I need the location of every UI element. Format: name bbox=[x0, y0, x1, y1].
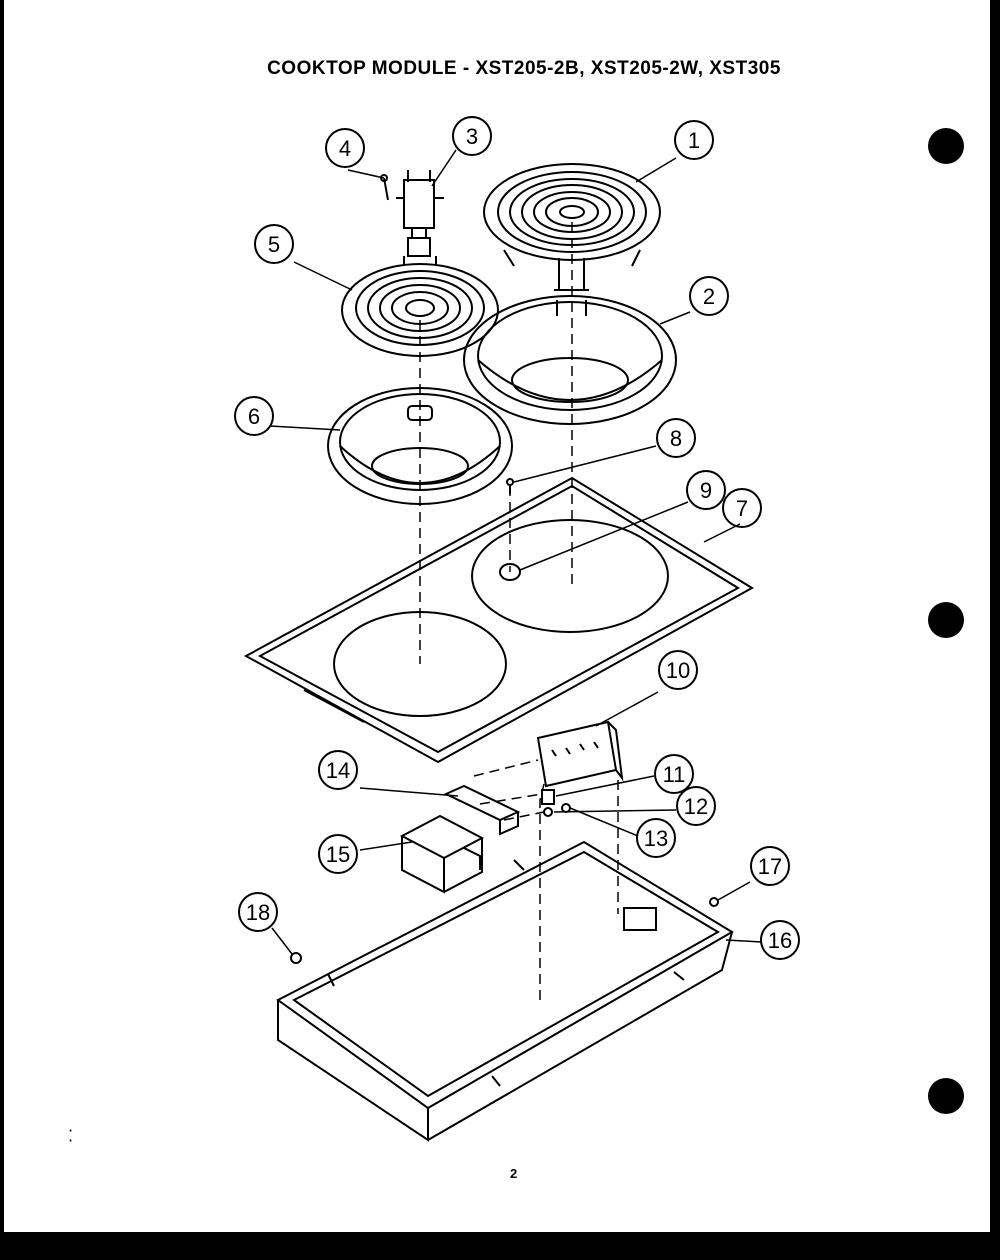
callout-2: 2 bbox=[703, 284, 715, 309]
callout-8: 8 bbox=[670, 426, 682, 451]
scan-mark: ·· bbox=[68, 1121, 74, 1150]
exploded-view-diagram: 1 2 3 4 5 6 7 8 9 10 11 12 13 14 15 16 1… bbox=[234, 116, 800, 1142]
cover-15 bbox=[399, 814, 485, 894]
callout-11: 11 bbox=[663, 762, 686, 787]
callout-6: 6 bbox=[248, 404, 260, 429]
nut-12 bbox=[543, 807, 553, 817]
callout-3: 3 bbox=[466, 124, 478, 149]
mounting-screw-4 bbox=[380, 174, 389, 201]
cooktop-bottom-housing bbox=[276, 840, 734, 1142]
screw-17 bbox=[709, 897, 719, 907]
binder-hole-bottom bbox=[928, 1078, 964, 1114]
small-surface-element bbox=[341, 256, 499, 357]
large-drip-pan bbox=[463, 295, 677, 425]
page-title: COOKTOP MODULE - XST205-2B, XST205-2W, X… bbox=[267, 58, 781, 79]
binder-hole-middle bbox=[928, 602, 964, 638]
switch-11 bbox=[541, 789, 555, 805]
callout-15: 15 bbox=[326, 842, 350, 867]
callout-5: 5 bbox=[268, 232, 280, 257]
callout-7: 7 bbox=[736, 496, 748, 521]
bracket-14 bbox=[443, 784, 521, 836]
screw-18 bbox=[290, 952, 302, 964]
callout-14: 14 bbox=[326, 758, 350, 783]
callout-numbers: 1 2 3 4 5 6 7 8 9 10 11 12 13 14 15 16 1… bbox=[246, 124, 792, 953]
page-number: 2 bbox=[510, 1166, 518, 1181]
callout-10: 10 bbox=[666, 658, 690, 683]
callout-leaders bbox=[269, 149, 763, 955]
assembly-centerlines bbox=[419, 222, 619, 1000]
callout-12: 12 bbox=[684, 794, 708, 819]
callout-13: 13 bbox=[644, 826, 668, 851]
callout-17: 17 bbox=[758, 854, 782, 879]
callout-4: 4 bbox=[339, 136, 351, 161]
binder-hole-top bbox=[928, 128, 964, 164]
cooktop-main-top bbox=[243, 476, 754, 764]
terminal-receptacle bbox=[396, 170, 444, 257]
parts-diagram-page: COOKTOP MODULE - XST205-2B, XST205-2W, X… bbox=[4, 0, 990, 1232]
callout-circles bbox=[234, 116, 800, 960]
scan-border bbox=[0, 1232, 1000, 1260]
callout-18: 18 bbox=[246, 900, 270, 925]
callout-9: 9 bbox=[700, 478, 712, 503]
clip-9 bbox=[499, 563, 521, 581]
screw-13 bbox=[561, 803, 571, 813]
callout-16: 16 bbox=[768, 928, 792, 953]
terminal-block bbox=[536, 720, 624, 788]
callout-1: 1 bbox=[688, 128, 700, 153]
